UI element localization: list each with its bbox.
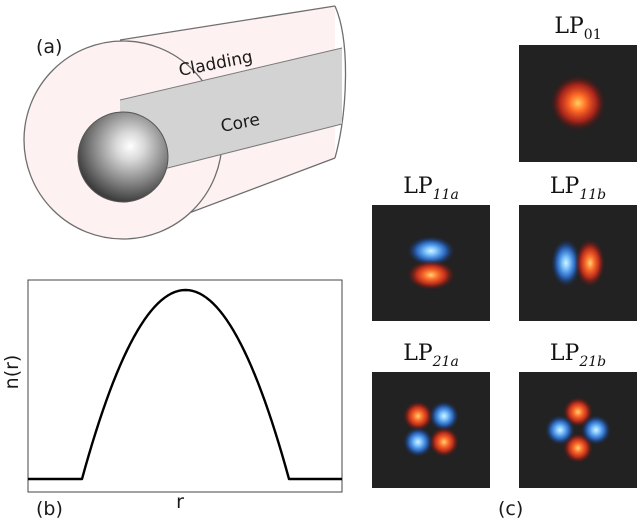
cladding-top-edge — [119, 5, 336, 41]
x-axis-label: r — [176, 491, 184, 513]
index-profile-curve — [28, 288, 342, 481]
core-body — [120, 48, 342, 180]
mode-map-lp01 — [519, 45, 637, 162]
panel-b-label: (b) — [36, 498, 63, 520]
cladding-right-edge — [334, 5, 347, 159]
mode-title-lp11a: LP11a — [403, 174, 459, 203]
core-end-face — [77, 111, 169, 203]
mode-title-lp01: LP01 — [554, 14, 601, 43]
mode-map-lp11b — [519, 205, 637, 321]
profile-plot-frame — [27, 279, 343, 493]
mode-map-lp21a — [372, 372, 490, 488]
mode-title-lp21b: LP21b — [550, 341, 606, 370]
mode-title-lp11b: LP11b — [550, 174, 606, 203]
panel-a-label: (a) — [36, 36, 62, 58]
panel-c-label: (c) — [498, 498, 523, 520]
mode-map-lp11a — [372, 205, 490, 321]
panel-a: (a) Cladding Core — [23, 5, 347, 240]
panel-c: LP01 LP11a LP11b LP21a — [372, 14, 637, 520]
panel-b: n(r) r (b) — [1, 279, 343, 520]
core-top-edge — [119, 47, 343, 101]
mode-map-lp21b — [519, 372, 637, 488]
mode-title-lp21a: LP21a — [403, 341, 459, 370]
y-axis-label: n(r) — [1, 355, 23, 390]
